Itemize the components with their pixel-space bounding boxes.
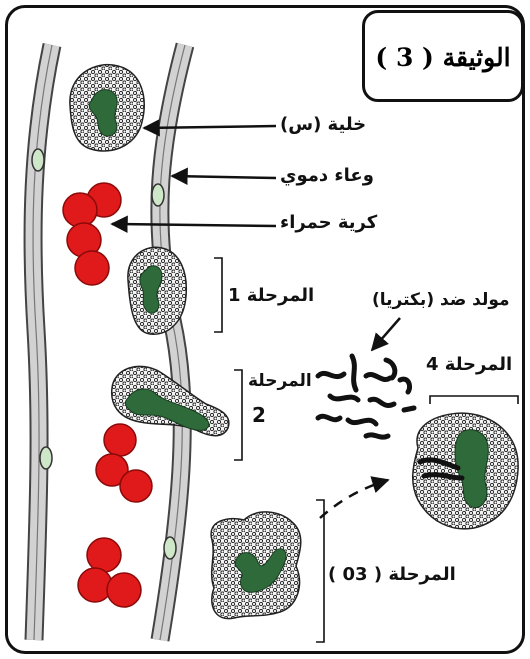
stage3-bracket (316, 500, 324, 642)
antigen-arrow (372, 318, 400, 350)
red-blood-cells-group-top (63, 183, 121, 285)
progression-arrow (320, 480, 388, 518)
bacterium (352, 356, 356, 390)
label-antigen: مولد ضد (بكتريا) (372, 292, 510, 309)
red-blood-cell (104, 424, 136, 456)
bacterium (370, 399, 394, 405)
bacterium (348, 420, 376, 424)
red-blood-cells-group-bottom (78, 538, 141, 607)
red-blood-cell (120, 470, 152, 502)
label-stage1: المرحلة 1 (228, 287, 314, 305)
stage1-cell (128, 247, 186, 334)
blood-vessel-arrow (172, 176, 276, 178)
bacteria (318, 356, 414, 437)
bacterium (366, 374, 390, 379)
endothelial-nucleus (32, 149, 44, 171)
red-blood-cell (107, 573, 141, 607)
endothelial-nucleus (164, 537, 176, 559)
stage4-cell (413, 413, 518, 529)
stage4-bracket (430, 396, 518, 404)
bacterium (386, 360, 395, 378)
label-stage2-word: المرحلة (248, 373, 312, 390)
label-stage4: المرحلة 4 (426, 356, 512, 374)
label-red-blood-cell: كرية حمراء (280, 214, 377, 232)
stage1-bracket (214, 258, 222, 332)
red-blood-cell-arrow (112, 224, 276, 226)
document-title-box: الوثيقة ( 3 ) (362, 10, 524, 102)
red-blood-cell (75, 251, 109, 285)
stage3-cell (211, 512, 301, 619)
label-blood-vessel: وعاء دموي (280, 167, 374, 185)
red-blood-cell (78, 568, 112, 602)
endothelial-nucleus (152, 184, 164, 206)
bacterium (366, 435, 388, 437)
red-blood-cell (87, 538, 121, 572)
bacterium (400, 379, 410, 392)
bacterium (318, 416, 340, 419)
bacterium (330, 396, 358, 400)
bacterium (318, 373, 344, 376)
endothelial-nucleus (40, 447, 52, 469)
stage2-bracket (234, 370, 242, 460)
red-blood-cell (63, 193, 97, 227)
bacterium (404, 408, 414, 410)
label-stage3: المرحلة ( 03 ) (328, 566, 456, 584)
cell-x (70, 65, 144, 151)
stage2-cell (112, 366, 229, 435)
label-cell-x: خلية (س) (280, 116, 366, 134)
label-stage2-number: 2 (252, 405, 266, 425)
red-blood-cells-group-middle (96, 424, 152, 502)
document-title: الوثيقة ( 3 ) (365, 43, 521, 72)
